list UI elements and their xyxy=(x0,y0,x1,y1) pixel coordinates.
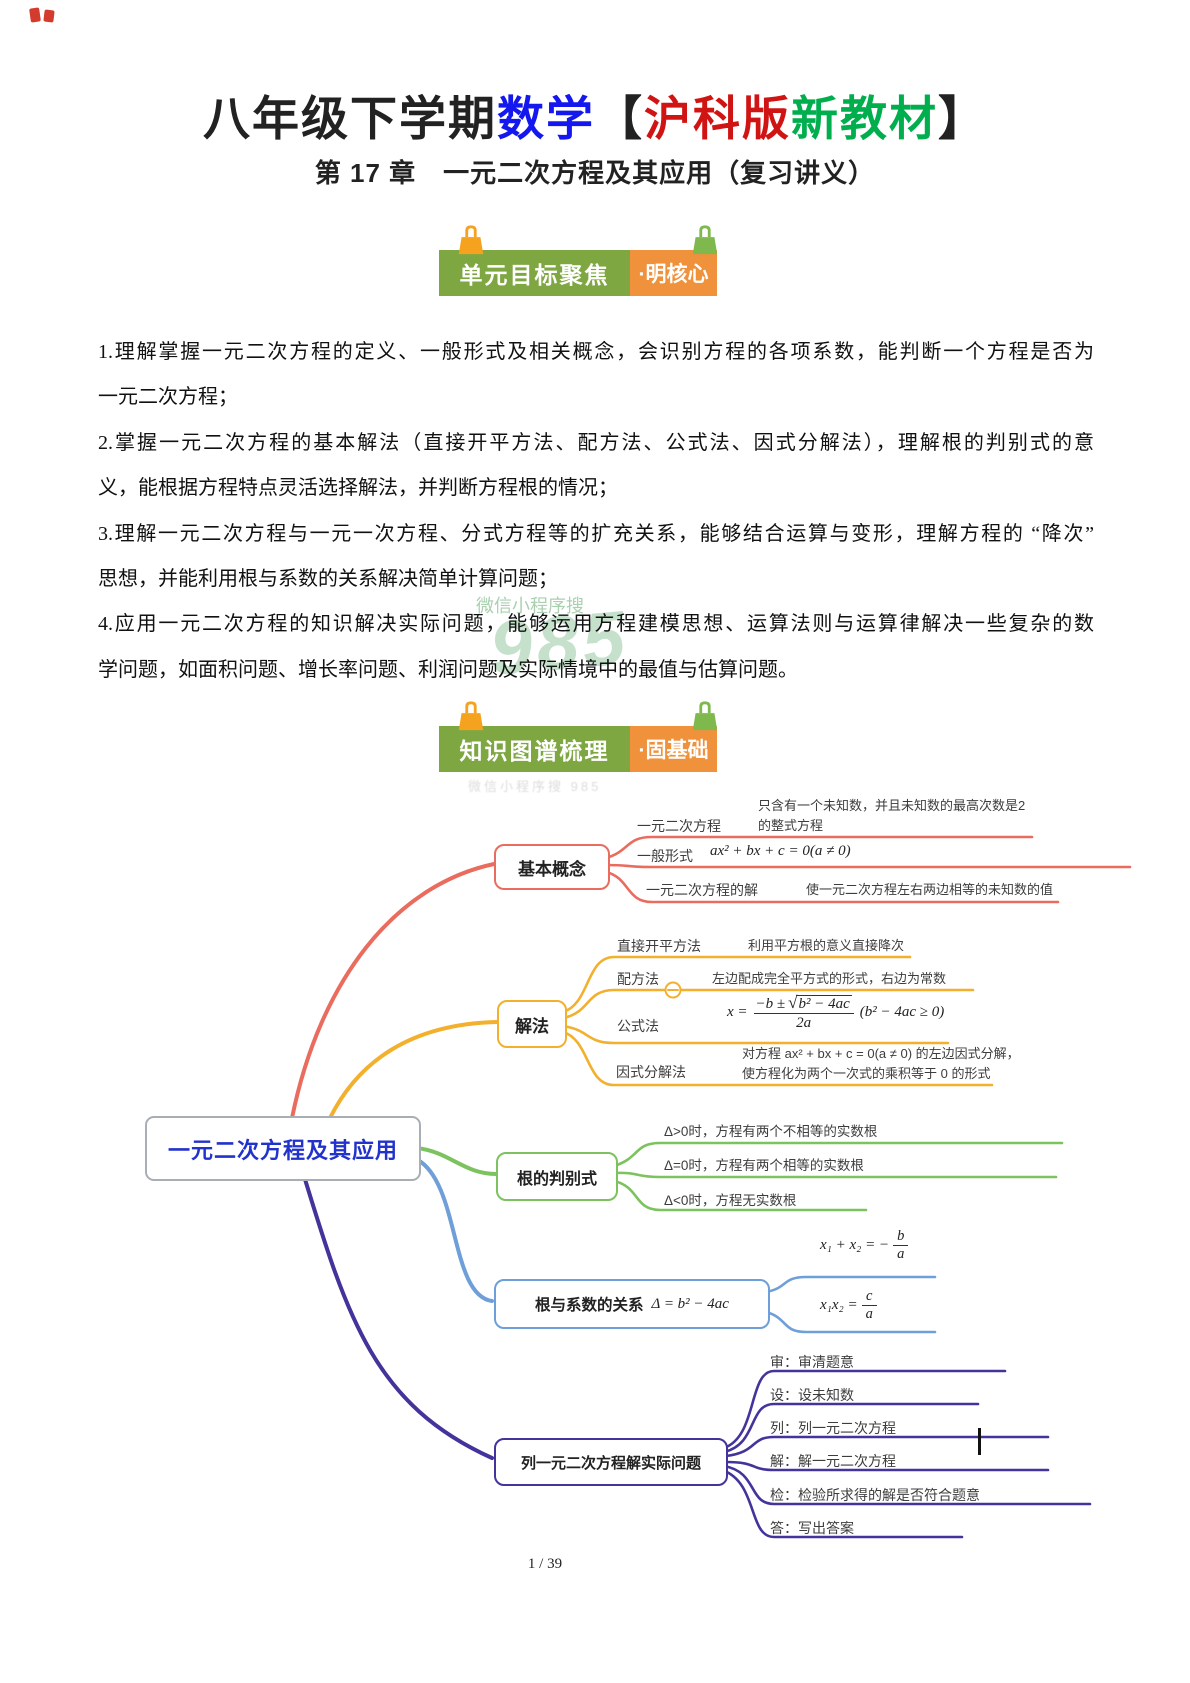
branch-vieta-lines xyxy=(416,1158,937,1334)
objective-line: 一元二次方程； xyxy=(98,386,238,409)
title-part-green: 新教材 xyxy=(791,92,938,145)
page-title: 八年级下学期数学【沪科版新教材】 xyxy=(0,80,1190,149)
binder-clip-icon xyxy=(458,701,484,731)
objective-line: 学问题，如面积问题、增长率问题、利润问题及实际情境中的最值与估算问题。 xyxy=(98,658,798,681)
node-general-form: 一般形式 xyxy=(637,848,693,864)
objective-line: 3.理解一元二次方程与一元一次方程、分式方程等的扩充关系，能够结合运算与变形，理… xyxy=(98,522,1094,545)
step-solve: 解：解一元二次方程 xyxy=(770,1453,896,1469)
node-basic-concepts[interactable]: 基本概念 xyxy=(494,844,610,890)
quadratic-definition: 只含有一个未知数，并且未知数的最高次数是2 的整式方程 xyxy=(758,798,1026,833)
objective-line: 4.应用一元二次方程的知识解决实际问题，能够运用方程建模思想、运算法则与运算律解… xyxy=(98,613,1094,636)
node-vieta[interactable]: 根与系数的关系 Δ = b² − 4ac xyxy=(494,1279,770,1329)
title-part-blue: 数学 xyxy=(497,92,595,145)
node-discriminant[interactable]: 根的判别式 xyxy=(496,1152,618,1201)
binder-clip-icon xyxy=(692,225,718,255)
node-quadratic-formula: 公式法 xyxy=(617,1018,659,1034)
binder-clip-icon xyxy=(458,225,484,255)
discriminant-zero: Δ=0时，方程有两个相等的实数根 xyxy=(664,1158,864,1173)
discriminant-positive: Δ>0时，方程有两个不相等的实数根 xyxy=(664,1124,878,1139)
banner-knowledge-map: 知识图谱梳理 ·固基础 xyxy=(439,701,718,772)
node-solution-methods[interactable]: 解法 xyxy=(497,1000,567,1048)
banner-knowledge-right: ·固基础 xyxy=(630,726,717,772)
node-direct-square-root: 直接开平方法 xyxy=(617,938,701,954)
node-application[interactable]: 列一元二次方程解实际问题 xyxy=(494,1438,728,1486)
title-bracket-close: 】 xyxy=(938,92,987,145)
title-part-red: 沪科版 xyxy=(644,92,791,145)
node-equation-solution: 一元二次方程的解 xyxy=(646,882,758,898)
objective-line: 义，能根据方程特点灵活选择解法，并判断方程根的情况； xyxy=(98,477,618,500)
branch-methods-lines xyxy=(328,955,994,1120)
mindmap-central-topic[interactable]: 一元二次方程及其应用 xyxy=(145,1116,421,1181)
learning-objectives: 1.理解掌握一元二次方程的定义、一般形式及相关概念，会识别方程的各项系数，能判断… xyxy=(98,330,1094,693)
objective-line: 2.掌握一元二次方程的基本解法（直接开平方法、配方法、公式法、因式分解法），理解… xyxy=(98,431,1094,454)
watermark-text: 微信小程序搜 xyxy=(476,596,584,616)
watermark-faint: 微信小程序搜 985 xyxy=(468,779,602,794)
factoring-desc: 对方程 ax² + bx + c = 0(a ≠ 0) 的左边因式分解， 使方程… xyxy=(742,1046,1020,1081)
node-quadratic-equation: 一元二次方程 xyxy=(637,818,721,834)
branch-discriminant-lines xyxy=(415,1141,1064,1212)
chapter-subtitle: 第 17 章 一元二次方程及其应用（复习讲义） xyxy=(314,158,876,188)
objective-line: 思想，并能利用根与系数的关系解决简单计算问题； xyxy=(98,567,558,590)
banner-goals-left: 单元目标聚焦 xyxy=(439,250,630,296)
step-check: 检：检验所求得的解是否符合题意 xyxy=(770,1487,980,1503)
completing-square-desc: 左边配成完全平方式的形式，右边为常数 xyxy=(712,971,947,986)
banner-knowledge-left: 知识图谱梳理 xyxy=(439,726,630,772)
general-form-formula: ax² + bx + c = 0(a ≠ 0) xyxy=(710,843,851,859)
branch-basic-lines xyxy=(290,835,1132,1120)
step-review: 审：审清题意 xyxy=(770,1354,854,1370)
title-part-black1: 八年级下学期 xyxy=(203,92,497,145)
discriminant-negative: Δ<0时，方程无实数根 xyxy=(664,1193,797,1208)
step-list-equation: 列：列一元二次方程 xyxy=(770,1420,896,1436)
step-set-unknown: 设：设未知数 xyxy=(770,1387,854,1403)
quadratic-formula: x = −b ± √b² − 4ac 2a (b² − 4ac ≥ 0) xyxy=(727,993,945,1032)
banner-unit-goals: 单元目标聚焦 ·明核心 xyxy=(439,225,718,296)
page-number: 1 / 39 xyxy=(527,1556,563,1572)
equation-solution-desc: 使一元二次方程左右两边相等的未知数的值 xyxy=(806,882,1054,897)
direct-square-root-desc: 利用平方根的意义直接降次 xyxy=(748,938,905,953)
objective-line: 1.理解掌握一元二次方程的定义、一般形式及相关概念，会识别方程的各项系数，能判断… xyxy=(98,341,1094,363)
branch-application-lines xyxy=(302,1174,1092,1539)
node-factoring: 因式分解法 xyxy=(616,1064,686,1080)
step-answer: 答：写出答案 xyxy=(770,1520,854,1536)
text-cursor xyxy=(978,1428,981,1455)
node-completing-square: 配方法 xyxy=(617,971,659,987)
radical-sign: √ xyxy=(788,993,798,1012)
banner-goals-right: ·明核心 xyxy=(630,250,717,296)
delta-formula: Δ = b² − 4ac xyxy=(651,1295,729,1312)
title-bracket-open: 【 xyxy=(595,92,644,145)
binder-clip-icon xyxy=(692,701,718,731)
